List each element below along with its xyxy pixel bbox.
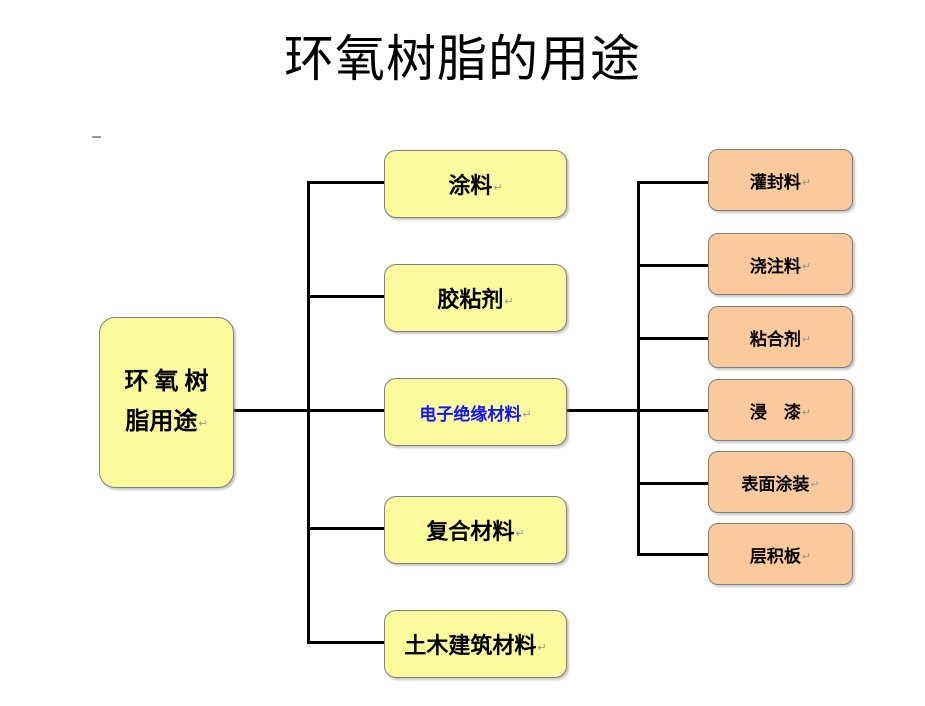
- connector-trunk-to-branch-1: [307, 181, 385, 184]
- node-root-label: 环 氧 树脂用途↵: [125, 362, 209, 444]
- pilcrow-icon: ↵: [522, 408, 532, 421]
- node-leaf-label: 灌封料↵: [750, 168, 811, 193]
- pilcrow-icon: ↵: [515, 528, 525, 540]
- node-leaf-text: 层积板: [749, 546, 801, 566]
- node-branch-civil-construction[interactable]: 土木建筑材料↵: [384, 610, 567, 678]
- pilcrow-icon: ↵: [504, 296, 514, 308]
- connector-trunk-to-branch-4: [307, 527, 385, 530]
- node-branch-label: 涂料↵: [448, 168, 502, 200]
- node-branch-composite[interactable]: 复合材料↵: [384, 496, 567, 564]
- node-branch-text: 土木建筑材料: [404, 633, 537, 658]
- node-branch-label: 复合材料↵: [426, 514, 524, 546]
- node-leaf-text: 粘合剂: [749, 329, 801, 349]
- node-leaf-bonding[interactable]: 粘合剂↵: [708, 306, 853, 368]
- node-leaf-casting[interactable]: 浇注料↵: [708, 233, 853, 295]
- node-leaf-potting[interactable]: 灌封料↵: [708, 149, 853, 211]
- node-leaf-label: 浇注料↵: [750, 252, 811, 277]
- node-root-line1: 环 氧 树: [124, 368, 209, 395]
- node-leaf-text: 表面涂装: [741, 474, 810, 494]
- pilcrow-icon: ↵: [801, 550, 812, 563]
- node-leaf-surface-coating[interactable]: 表面涂装↵: [708, 451, 853, 513]
- node-leaf-laminate[interactable]: 层积板↵: [708, 523, 853, 585]
- node-branch-coating[interactable]: 涂料↵: [384, 150, 567, 218]
- node-branch-text: 复合材料: [426, 519, 515, 544]
- pilcrow-icon: ↵: [801, 260, 812, 273]
- connector-leaf-trunk-to-leaf-2: [637, 264, 710, 267]
- connector-leaf-trunk-to-leaf-6: [637, 553, 710, 556]
- connector-trunk-to-branch-5: [307, 641, 385, 644]
- connector-trunk-to-branch-3: [307, 409, 385, 412]
- connector-leaf-trunk-to-leaf-1: [637, 181, 710, 184]
- pilcrow-icon: ↵: [493, 182, 503, 194]
- pilcrow-icon: ↵: [801, 176, 812, 189]
- connector-trunk-to-branch-2: [307, 295, 385, 298]
- connector-leaf-trunk-to-leaf-3: [637, 337, 710, 340]
- pilcrow-icon: ↵: [801, 406, 812, 419]
- connector-middle-trunk: [307, 181, 310, 643]
- node-branch-label: 胶粘剂↵: [437, 282, 513, 314]
- node-branch-label: 土木建筑材料↵: [404, 628, 546, 660]
- node-leaf-label: 浸 漆↵: [750, 398, 811, 423]
- node-leaf-text: 浇注料: [749, 256, 801, 276]
- connector-root-to-trunk: [233, 409, 310, 412]
- pilcrow-icon: ↵: [801, 333, 812, 346]
- page-title: 环氧树脂的用途: [284, 31, 641, 87]
- node-leaf-text: 灌封料: [749, 172, 801, 192]
- node-leaf-label: 粘合剂↵: [750, 325, 811, 350]
- node-branch-text: 胶粘剂: [437, 287, 504, 312]
- node-root[interactable]: 环 氧 树脂用途↵: [99, 317, 234, 488]
- connector-branch3-to-leaf-trunk: [566, 409, 640, 412]
- node-branch-text: 电子绝缘材料: [419, 404, 522, 424]
- connector-leaf-trunk-to-leaf-5: [637, 482, 710, 485]
- node-leaf-impregnating-varnish[interactable]: 浸 漆↵: [708, 379, 853, 441]
- node-branch-adhesive[interactable]: 胶粘剂↵: [384, 264, 567, 332]
- pilcrow-icon: ↵: [537, 642, 547, 654]
- node-leaf-text: 浸 漆: [749, 402, 801, 422]
- node-branch-electronic-insulation[interactable]: 电子绝缘材料↵: [384, 378, 567, 446]
- node-branch-text: 涂料: [448, 173, 493, 198]
- stray-dash-artifact: [92, 136, 101, 138]
- pilcrow-icon: ↵: [810, 478, 820, 491]
- pilcrow-icon: ↵: [198, 417, 208, 430]
- node-leaf-label: 层积板↵: [750, 542, 811, 567]
- node-leaf-label: 表面涂装↵: [741, 470, 819, 495]
- connector-leaf-trunk: [637, 181, 640, 555]
- node-root-line2: 脂用途: [125, 408, 198, 435]
- connector-leaf-trunk-to-leaf-4: [637, 409, 710, 412]
- node-branch-label: 电子绝缘材料↵: [419, 400, 531, 425]
